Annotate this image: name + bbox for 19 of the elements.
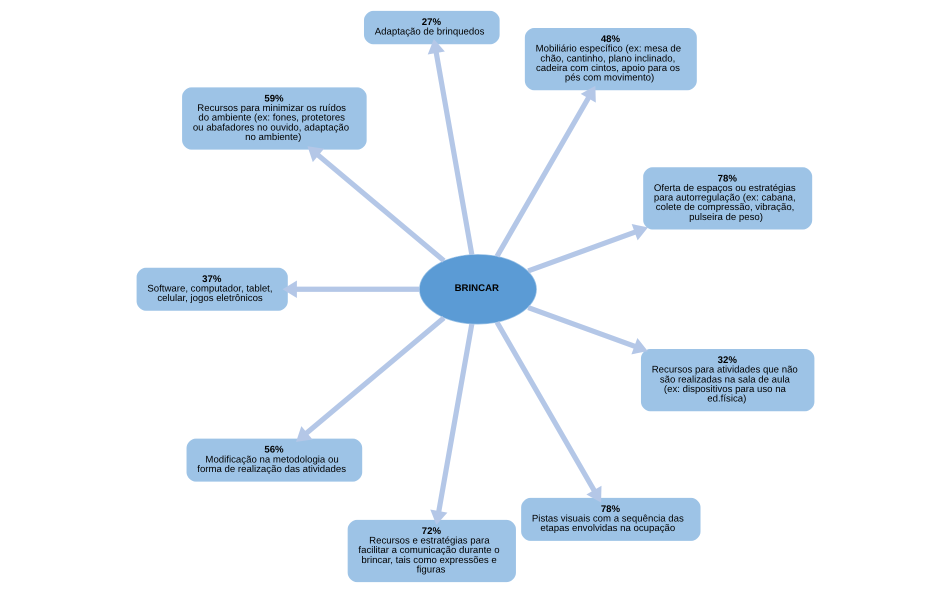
arrow bbox=[427, 39, 474, 255]
node-box: 78% Pistas visuais com a sequência das etapas envolvidas na ocupação bbox=[520, 498, 700, 541]
node-box: 48% Mobiliário específico (ex: mesa de chão, cantinho, plano inclinado, cadeira com cintos, apoio para os pés com movimento) bbox=[524, 28, 696, 90]
node-box: 27% Adaptação de brinquedos bbox=[363, 10, 500, 44]
node-box: 78% Oferta de espaços ou estratégias para autorregulação (ex: cabana, colete de compressão, vibração, pulseira de peso) bbox=[642, 167, 812, 230]
node-box: 59% Recursos para minimizar os ruídos do ambiente (ex: fones, protetores ou abafadores no ouvido, adaptação no ambiente) bbox=[182, 87, 366, 150]
arrow bbox=[494, 320, 601, 502]
node-box: 37% Software, computador, tablet, celular, jogos eletrônicos bbox=[136, 268, 288, 311]
node-ellipse: BRINCAR bbox=[418, 254, 536, 324]
node-box: 32% Recursos para atividades que não são realizadas na sala de aula (ex: dispositivos para uso na ed.física) bbox=[640, 349, 814, 412]
arrow bbox=[494, 86, 596, 258]
node-box: 72% Recursos e estratégias para facilitar a comunicação durante o brincar, tais como expressões e figuras bbox=[347, 520, 516, 582]
arrow bbox=[526, 305, 648, 354]
node-box: 56% Modificação na metodologia ou forma de realização das atividades bbox=[186, 438, 362, 482]
arrow bbox=[526, 224, 648, 274]
arrow bbox=[307, 146, 446, 263]
arrow bbox=[282, 280, 419, 298]
arrow bbox=[430, 324, 474, 526]
arrow bbox=[296, 316, 446, 442]
